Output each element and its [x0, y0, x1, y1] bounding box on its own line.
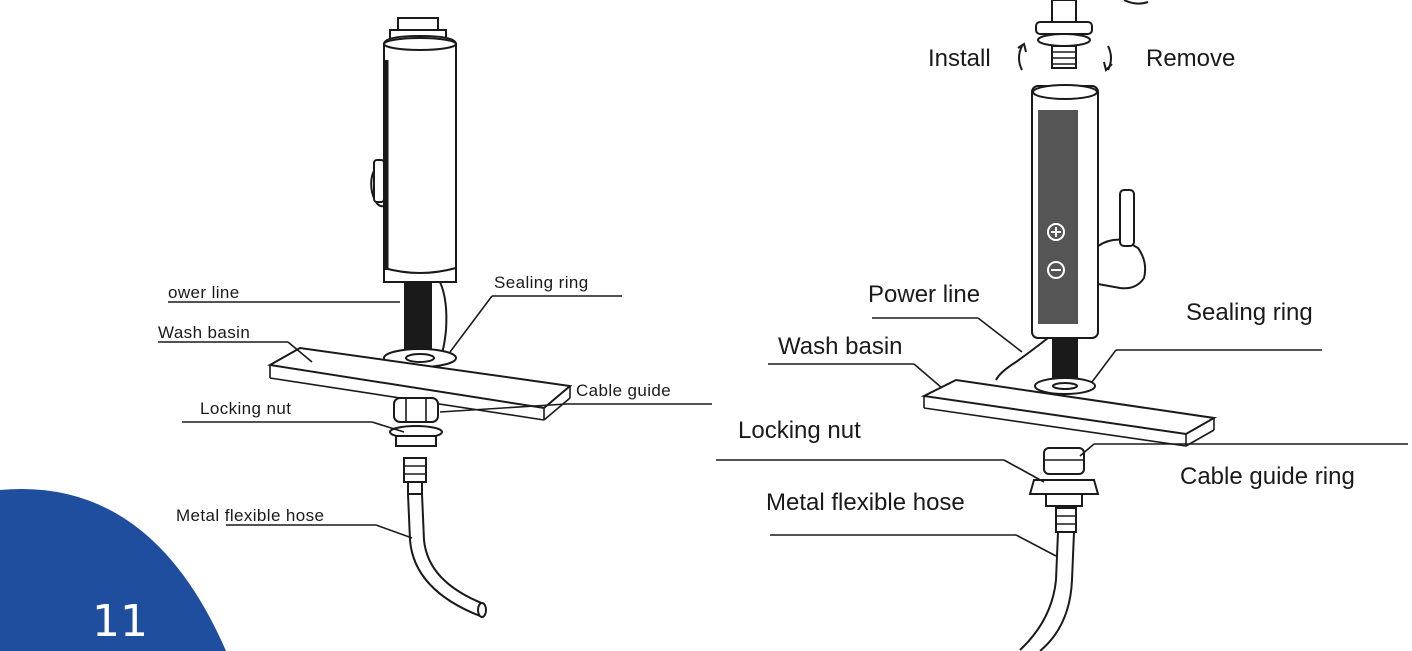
left-label-locking-nut: Locking nut — [200, 399, 291, 418]
right-label-cable-guide-ring: Cable guide ring — [1180, 463, 1355, 490]
right-label-wash-basin: Wash basin — [778, 333, 903, 360]
left-label-wash-basin: Wash basin — [158, 323, 250, 342]
minus-icon — [1047, 261, 1065, 279]
right-label-remove: Remove — [1146, 45, 1235, 72]
right-faucet — [920, 0, 1218, 651]
left-faucet — [267, 17, 573, 618]
left-label-metal-hose: Metal flexible hose — [176, 506, 324, 525]
plus-icon — [1047, 223, 1065, 241]
left-label-power-line: ower line — [168, 283, 240, 302]
rotate-arrow-icon — [1018, 45, 1023, 71]
right-label-power-line: Power line — [868, 281, 980, 308]
left-label-cable-guide: Cable guide — [576, 381, 671, 400]
page-number-badge: 11 — [0, 488, 226, 651]
right-label-sealing-ring: Sealing ring — [1186, 299, 1313, 326]
left-label-sealing-ring: Sealing ring — [494, 273, 589, 292]
page-number: 11 — [92, 596, 148, 647]
right-leaders — [716, 317, 1408, 557]
left-leaders — [158, 295, 712, 539]
right-label-metal-hose: Metal flexible hose — [766, 489, 965, 516]
right-label-locking-nut: Locking nut — [738, 417, 861, 444]
right-label-install: Install — [928, 45, 991, 72]
control-panel — [1038, 110, 1078, 324]
